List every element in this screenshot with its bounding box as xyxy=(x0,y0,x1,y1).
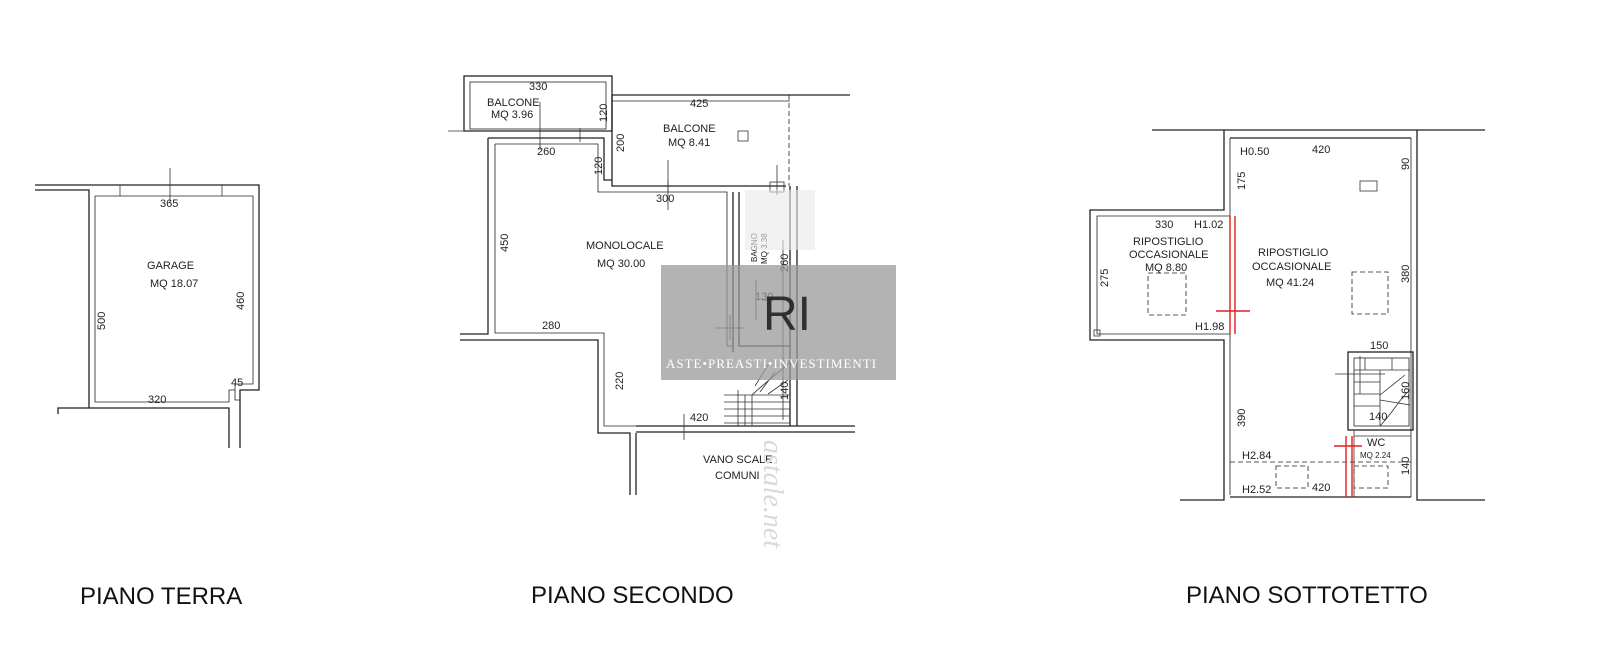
dim-wc-side: 140 xyxy=(1400,457,1412,475)
dim-stair-bottom: 140 xyxy=(1369,411,1387,423)
room-mono-area: MQ 30.00 xyxy=(597,258,645,270)
dim-balc2-top: 425 xyxy=(690,98,708,110)
room-mono-name: MONOLOCALE xyxy=(586,240,664,252)
room-rip-large-area: MQ 41.24 xyxy=(1266,277,1314,289)
watermark-url: astale.net xyxy=(757,440,788,549)
watermark-text: ASTE•PREASTI•INVESTIMENTI xyxy=(666,356,877,371)
dim-stair-side: 160 xyxy=(1400,382,1412,400)
dim-rip-large-top: 420 xyxy=(1312,144,1330,156)
label-vano-line1: VANO SCALE xyxy=(703,454,773,466)
plan-piano-terra: 365 500 460 320 45 GARAGE MQ 18.07 PIANO… xyxy=(35,168,260,610)
dim-mono-bottom: 280 xyxy=(542,320,560,332)
dim-rip-large-left-bottom: 390 xyxy=(1236,409,1248,427)
dim-balc1-top: 330 xyxy=(529,81,547,93)
room-rip-small-line1: RIPOSTIGLIO xyxy=(1133,236,1204,248)
room-rip-small-area: MQ 8.80 xyxy=(1145,262,1187,274)
watermark-banner xyxy=(661,265,896,380)
room-wc-area: MQ 2.24 xyxy=(1360,451,1391,460)
dim-balc2-side: 200 xyxy=(615,134,627,152)
stair-sottotetto xyxy=(1335,351,1414,431)
room-rip-large-line1: RIPOSTIGLIO xyxy=(1258,247,1329,259)
dim-balc2-bottom: 300 xyxy=(656,193,674,205)
room-garage-area: MQ 18.07 xyxy=(150,278,198,290)
height-h102: H1.02 xyxy=(1194,219,1223,231)
dim-stair-top: 150 xyxy=(1370,340,1388,352)
dim-vano: 420 xyxy=(690,412,708,424)
dim-rip-small-top: 330 xyxy=(1155,219,1173,231)
watermark: RI ASTE•PREASTI•INVESTIMENTI astale.net xyxy=(661,190,896,549)
dim-balc1-side: 120 xyxy=(598,104,610,122)
room-balc1-name: BALCONE xyxy=(487,97,540,109)
plan-title-secondo: PIANO SECONDO xyxy=(531,582,734,609)
height-h252: H2.52 xyxy=(1242,484,1271,496)
dim-terra-left: 500 xyxy=(96,312,108,330)
dim-terra-bottom: 320 xyxy=(148,394,166,406)
room-rip-large-line2: OCCASIONALE xyxy=(1252,261,1331,273)
dim-rip-large-bottom: 420 xyxy=(1312,482,1330,494)
plan-piano-secondo: 330 120 260 BALCONE MQ 3.96 425 200 120 … xyxy=(448,75,855,609)
dim-terra-top: 365 xyxy=(160,198,178,210)
room-rip-small-line2: OCCASIONALE xyxy=(1129,249,1208,261)
dim-rip-large-left-top: 175 xyxy=(1236,172,1248,190)
plan-title-sottotetto: PIANO SOTTOTETTO xyxy=(1186,582,1428,609)
room-garage-name: GARAGE xyxy=(147,260,194,272)
label-vano-line2: COMUNI xyxy=(715,470,760,482)
room-balc1-area: MQ 3.96 xyxy=(491,109,533,121)
dim-rip-large-right: 380 xyxy=(1400,265,1412,283)
dim-rip-large-right-top: 90 xyxy=(1400,158,1412,170)
dim-terra-right: 460 xyxy=(235,292,247,310)
dim-mono-lower: 220 xyxy=(614,372,626,390)
plan-title-terra: PIANO TERRA xyxy=(80,583,242,610)
plan-piano-sottotetto: H0.50 420 90 175 330 H1.02 275 RIPOSTIGL… xyxy=(1089,129,1485,609)
room-balc2-name: BALCONE xyxy=(663,123,716,135)
dim-bagno-lower: 140 xyxy=(779,382,791,400)
dim-rip-small-left: 275 xyxy=(1099,269,1111,287)
dim-mono-left: 450 xyxy=(499,234,511,252)
height-h050: H0.50 xyxy=(1240,146,1269,158)
watermark-logo: RI xyxy=(763,288,811,341)
dim-terra-notch: 45 xyxy=(231,377,243,389)
height-h198: H1.98 xyxy=(1195,321,1224,333)
room-wc-name: WC xyxy=(1367,437,1385,449)
dim-balc1-bottom: 260 xyxy=(537,146,555,158)
dim-balc2-step: 120 xyxy=(593,157,605,175)
room-balc2-area: MQ 8.41 xyxy=(668,137,710,149)
height-h284: H2.84 xyxy=(1242,450,1271,462)
